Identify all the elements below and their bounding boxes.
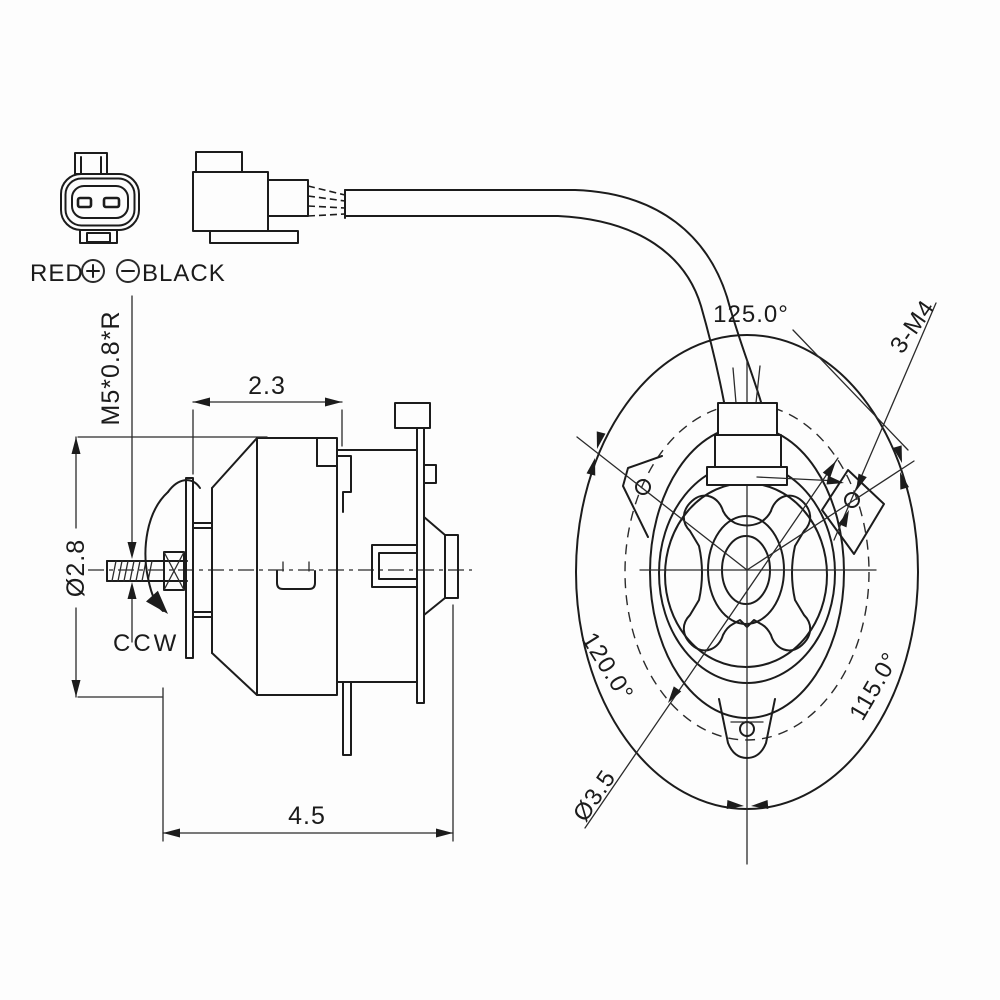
wire-strand	[307, 205, 346, 209]
connector-latch-tab	[74, 152, 108, 175]
connector-mount-tab	[394, 402, 431, 429]
mount-hole-left	[635, 479, 651, 495]
mount-ear-bottom	[718, 698, 776, 759]
wire-strand	[307, 185, 346, 196]
minus-icon	[116, 259, 140, 283]
angle-bottom-left-label: 120.0°	[576, 628, 639, 706]
dim-body-diameter: Ø2.8	[62, 436, 268, 698]
spring-clip-top	[336, 455, 352, 513]
red-wire-label: RED	[30, 260, 84, 287]
rear-bracket	[336, 402, 459, 704]
angle-top-label: 125.0°	[713, 301, 789, 328]
connector-housing-side	[192, 171, 269, 232]
rear-boss	[444, 534, 459, 599]
brush-window	[276, 570, 316, 590]
polarity-legend: RED BLACK	[30, 259, 226, 287]
mount-hole-right	[844, 492, 860, 508]
black-wire-label: BLACK	[142, 260, 226, 287]
dim-2-3-text: 2.3	[248, 372, 286, 400]
mount-ear-left	[622, 455, 663, 538]
rear-connector-block	[706, 402, 788, 486]
plus-icon	[81, 259, 105, 283]
dim-hub-depth: 2.3	[192, 372, 343, 475]
callout-bolt-hole-dia	[584, 457, 840, 829]
callout-mount-threads	[833, 302, 937, 541]
shaft-nut	[163, 551, 185, 591]
shaft-thread-text: M5*0.8*R	[97, 311, 125, 426]
dim-4-5-text: 4.5	[288, 802, 326, 830]
fan-hub-plate	[185, 477, 194, 659]
motor-side-view: CCW 2.3 Ø2.8 4.5	[62, 295, 472, 842]
bolt-hole-dia-label: Ø3.5	[568, 765, 622, 827]
angular-dimensions	[576, 329, 915, 811]
motor-case	[211, 437, 352, 756]
dim-dia-2-8-text: Ø2.8	[62, 539, 90, 597]
mount-thread-label: 3-M4	[885, 295, 941, 359]
connector-pin-slot-right	[102, 196, 121, 209]
dim-overall-length: 4.5	[162, 604, 454, 842]
connector-latch-side	[195, 151, 243, 173]
connector-pin-slot-left	[76, 196, 93, 209]
angle-bottom-right-label: 115.0°	[844, 648, 904, 725]
mount-leg	[342, 681, 352, 756]
callout-shaft-thread: M5*0.8*R	[97, 295, 137, 643]
harness-cable	[344, 189, 762, 404]
mount-ear-right	[821, 469, 885, 555]
bracket-plate	[416, 427, 425, 704]
wire-strand	[307, 213, 346, 217]
rotation-arrow	[144, 479, 201, 620]
connector-side-view	[192, 151, 346, 244]
connector-face-view	[60, 152, 140, 244]
wire-strand	[307, 195, 346, 202]
stamped-cross-pattern	[682, 494, 812, 652]
rotation-direction-label: CCW	[113, 630, 179, 657]
